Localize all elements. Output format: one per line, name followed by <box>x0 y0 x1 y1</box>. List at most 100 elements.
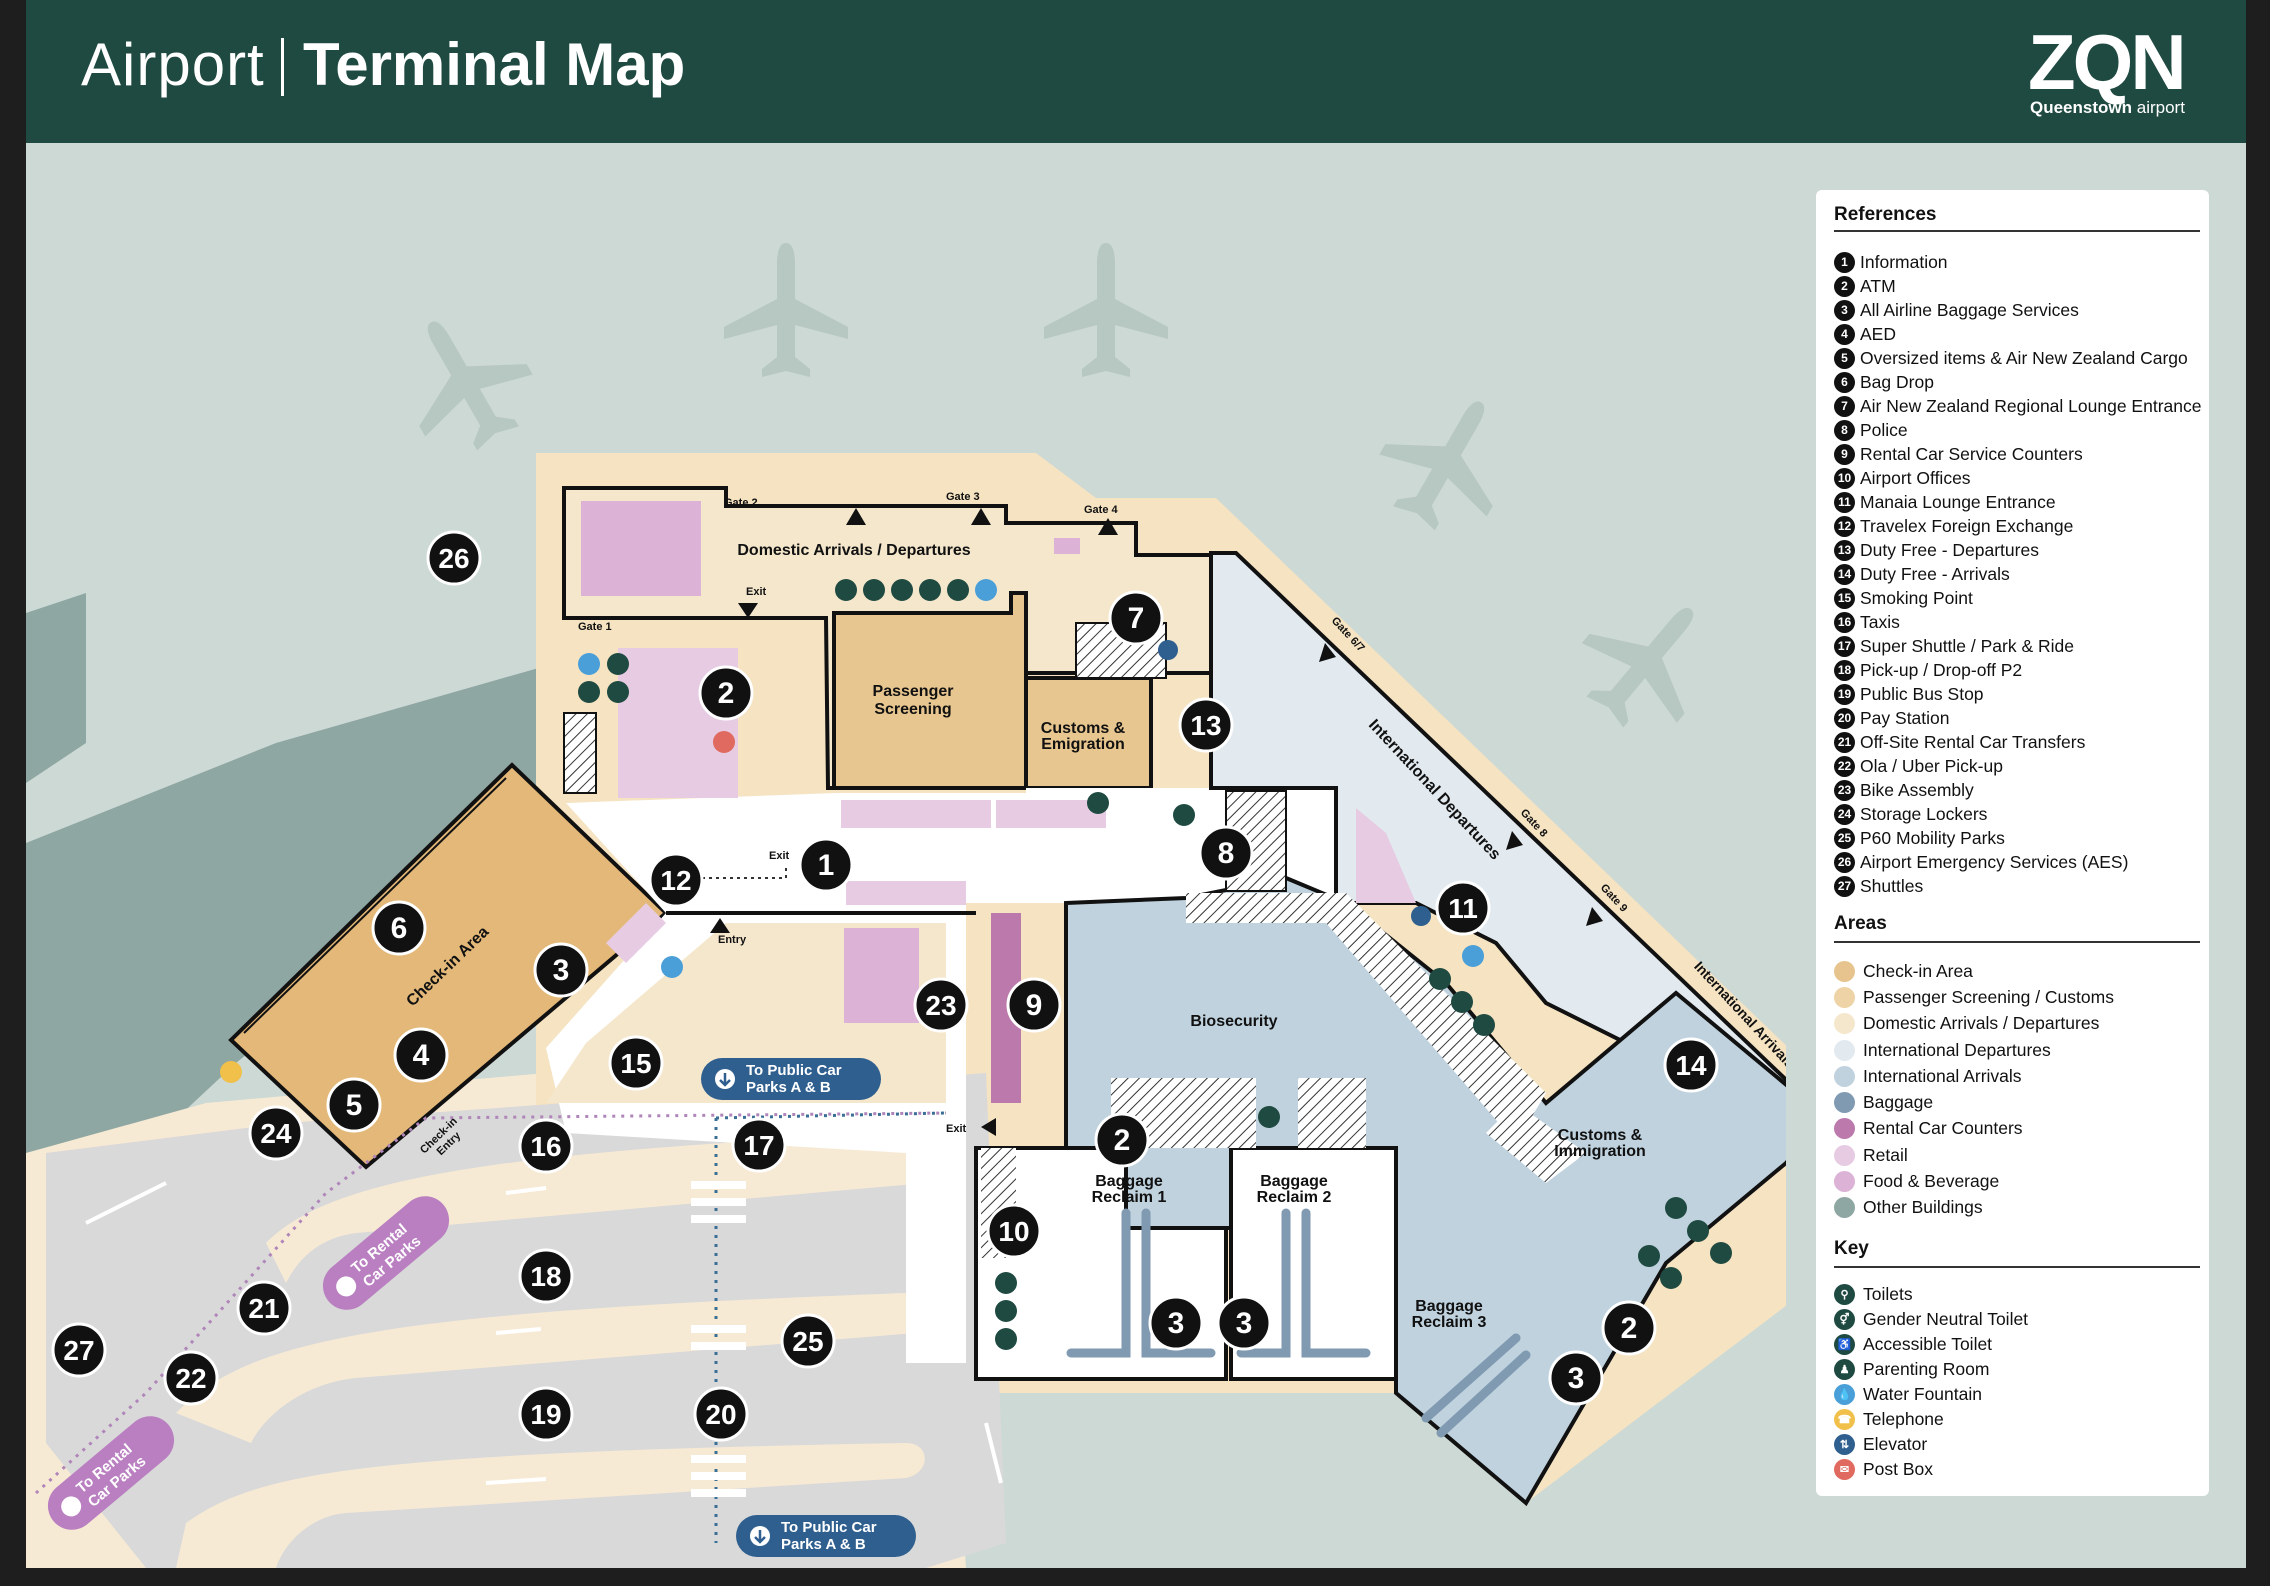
area-legend-item: International Arrivals <box>1834 1063 2114 1089</box>
bike-assembly-area <box>844 928 919 1023</box>
map-marker-number: 2 <box>1621 1312 1638 1345</box>
toilets-icon <box>607 681 629 703</box>
elevator-icon <box>1158 640 1178 660</box>
checkin-counter-line <box>243 777 507 1034</box>
map-marker-circle <box>693 1386 749 1442</box>
area-swatch <box>1834 1171 1855 1193</box>
map-marker-circle <box>648 852 704 908</box>
map-marker-24[interactable]: 24 <box>248 1105 304 1161</box>
map-marker-2[interactable]: 2 <box>1601 1300 1657 1356</box>
map-marker-15[interactable]: 15 <box>608 1035 664 1091</box>
water-fountain-icon <box>1462 945 1484 967</box>
map-marker-8[interactable]: 8 <box>1198 825 1254 881</box>
public-car-parks-sign[interactable]: To Public Car Parks A & B <box>701 1058 881 1100</box>
key-legend-label: Water Fountain <box>1863 1384 1982 1404</box>
map-marker-9[interactable]: 9 <box>1006 977 1062 1033</box>
map-marker-27[interactable]: 27 <box>51 1322 107 1378</box>
entry-label: Entry <box>718 934 747 946</box>
header: Airport Terminal Map ZQN Queenstown airp… <box>26 0 2246 143</box>
map-marker-12[interactable]: 12 <box>648 852 704 908</box>
map-marker-number: 17 <box>743 1130 774 1161</box>
key-legend-label: Post Box <box>1863 1459 1934 1479</box>
reference-number-badge: 5 <box>1834 347 1855 369</box>
entry-arrow <box>710 918 730 933</box>
reference-label: Oversized items & Air New Zealand Cargo <box>1860 347 2188 368</box>
toilets-icon <box>1173 804 1195 826</box>
map-marker-number: 11 <box>1448 893 1478 924</box>
map-marker-number: 25 <box>792 1326 823 1357</box>
key-rule <box>1834 1266 2200 1268</box>
map-marker-13[interactable]: 13 <box>1178 697 1234 753</box>
public-car-parks-sign-line-1: To Public Car <box>746 1062 842 1079</box>
area-swatch <box>1834 986 1855 1008</box>
area-legend-item: Retail <box>1834 1142 2114 1168</box>
key-legend-label: Elevator <box>1863 1434 1928 1454</box>
airplane-watermark-icon <box>1360 371 1535 550</box>
map-marker-3[interactable]: 3 <box>1548 1350 1604 1406</box>
map-marker-circle <box>518 1248 574 1304</box>
map-marker-11[interactable]: 11 <box>1435 880 1491 936</box>
map-marker-number: 14 <box>1675 1050 1707 1081</box>
reference-number-badge: 7 <box>1834 395 1855 417</box>
map-marker-16[interactable]: 16 <box>518 1118 574 1174</box>
retail-departures <box>1356 808 1416 903</box>
map-marker-circle <box>1006 977 1062 1033</box>
accessible-toilet-icon <box>578 681 600 703</box>
reference-label: Shuttles <box>1860 875 1924 896</box>
baggage-carousel-3 <box>1421 1333 1531 1438</box>
airplane-watermark-icon <box>1557 569 1739 752</box>
map-marker-14[interactable]: 14 <box>1663 1037 1719 1093</box>
map-marker-21[interactable]: 21 <box>236 1280 292 1336</box>
map-marker-5[interactable]: 5 <box>326 1077 382 1133</box>
map-marker-1[interactable]: 1 <box>798 837 854 893</box>
map-marker-2[interactable]: 2 <box>1094 1112 1150 1168</box>
map-marker-3[interactable]: 3 <box>1148 1295 1204 1351</box>
map-marker-17[interactable]: 17 <box>731 1117 787 1173</box>
map-marker-circle <box>1148 1295 1204 1351</box>
map-marker-10[interactable]: 10 <box>986 1203 1042 1259</box>
gender-neutral-toilet-icon <box>1429 968 1451 990</box>
map-marker-4[interactable]: 4 <box>393 1027 449 1083</box>
map-marker-circle <box>1178 697 1234 753</box>
map-marker-20[interactable]: 20 <box>693 1386 749 1442</box>
map-marker-circle <box>236 1280 292 1336</box>
key-legend-item: ⇅Elevator <box>1834 1432 2028 1457</box>
map-marker-18[interactable]: 18 <box>518 1248 574 1304</box>
gate-2-label: Gate 2 <box>724 497 758 509</box>
reference-number-badge: 24 <box>1834 803 1855 825</box>
reference-number-badge: 22 <box>1834 755 1855 777</box>
map-marker-19[interactable]: 19 <box>518 1386 574 1442</box>
facility-icons <box>220 579 1732 1350</box>
map-marker-circle <box>426 530 482 586</box>
references-heading: References <box>1834 204 1937 225</box>
key-legend-label: Gender Neutral Toilet <box>1863 1309 2029 1329</box>
screening-label-2: Screening <box>874 701 951 718</box>
map-marker-26[interactable]: 26 <box>426 530 482 586</box>
reference-number-badge: 14 <box>1834 563 1855 585</box>
map-marker-22[interactable]: 22 <box>163 1350 219 1406</box>
public-car-parks-sign-2[interactable]: To Public Car Parks A & B <box>736 1515 916 1557</box>
baggage-reclaim-3-label-1: Baggage <box>1415 1298 1483 1315</box>
reference-label: Airport Emergency Services (AES) <box>1860 851 2129 872</box>
area-swatch <box>1834 1065 1855 1087</box>
gender-neutral-toilet-icon <box>1710 1242 1732 1264</box>
map-marker-3[interactable]: 3 <box>533 942 589 998</box>
map-marker-3[interactable]: 3 <box>1216 1295 1272 1351</box>
map-marker-23[interactable]: 23 <box>913 977 969 1033</box>
map-marker-7[interactable]: 7 <box>1108 590 1164 646</box>
map-marker-2[interactable]: 2 <box>698 665 754 721</box>
map-marker-6[interactable]: 6 <box>371 900 427 956</box>
key-legend-label: Toilets <box>1863 1284 1913 1304</box>
reference-number-badge: 13 <box>1834 539 1855 561</box>
public-car-parks-sign-line-2: Parks A & B <box>746 1079 831 1096</box>
map-marker-25[interactable]: 25 <box>780 1313 836 1369</box>
exit-arrow <box>738 603 758 618</box>
